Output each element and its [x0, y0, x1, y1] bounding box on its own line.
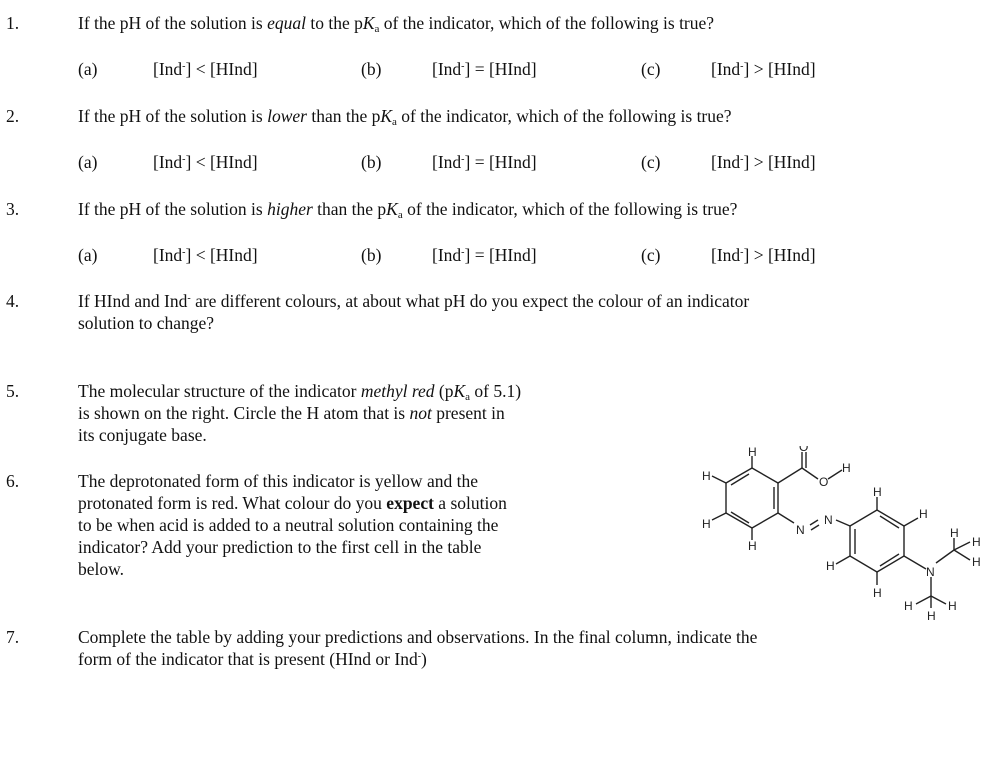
bond — [809, 519, 819, 526]
bond — [879, 515, 900, 529]
atom-h: H — [748, 446, 757, 459]
bond — [751, 467, 779, 484]
atom-h: H — [826, 559, 835, 573]
bond — [711, 512, 727, 521]
q7-number: 7. — [6, 627, 20, 647]
q3-option-c-label: (c) — [641, 245, 661, 265]
q5-line-1: The molecular structure of the indicator… — [78, 381, 522, 403]
q3-option-b-label: (b) — [361, 245, 382, 265]
bond — [730, 473, 750, 486]
q3-number: 3. — [6, 199, 20, 219]
bond — [777, 467, 803, 484]
q1-option-b-label: (b) — [361, 59, 382, 79]
bond — [730, 511, 750, 524]
atom-h: H — [919, 507, 928, 521]
q1-option-a-label: (a) — [78, 59, 98, 79]
bond — [953, 541, 971, 551]
bond — [827, 469, 843, 480]
atom-n: N — [926, 565, 935, 579]
bond — [915, 595, 932, 605]
atom-h: H — [873, 485, 882, 499]
q2-number: 2. — [6, 106, 20, 126]
atom-h: H — [948, 599, 957, 613]
atom-o: O — [819, 475, 828, 489]
bond — [953, 549, 971, 561]
q1-text: If the pH of the solution is equal to th… — [78, 13, 715, 35]
atom-h: H — [927, 609, 936, 623]
bond — [849, 555, 878, 573]
bond — [835, 519, 851, 527]
atom-h: H — [904, 599, 913, 613]
bond — [810, 524, 820, 531]
q6-line-1: The deprotonated form of this indicator … — [78, 471, 478, 491]
q2-option-a-label: (a) — [78, 152, 98, 172]
bond — [879, 553, 900, 567]
q5-number: 5. — [6, 381, 20, 401]
q1-number: 1. — [6, 13, 20, 33]
atom-n: N — [796, 523, 805, 537]
atom-h: H — [972, 535, 981, 549]
q1-option-c-label: (c) — [641, 59, 661, 79]
bond — [751, 512, 779, 529]
bond — [903, 517, 919, 527]
q6-line-2: protonated form is red. What colour do y… — [78, 493, 507, 513]
bond — [801, 467, 819, 480]
bond — [930, 595, 947, 605]
bond — [835, 555, 851, 565]
q6-line-4: indicator? Add your prediction to the fi… — [78, 537, 482, 557]
atom-h-acidic: H — [842, 461, 851, 475]
q3-option-b: [Ind-] = [HInd] — [432, 245, 537, 265]
bond — [876, 509, 905, 527]
atom-o: O — [799, 446, 808, 454]
bond — [777, 512, 795, 524]
bond — [711, 475, 727, 484]
methyl-red-structure: H H H H O O H N N H H H H N H H H H H H — [702, 446, 981, 623]
q5-line-3: its conjugate base. — [78, 425, 207, 445]
q2-option-c: [Ind-] > [HInd] — [711, 152, 816, 172]
q7-line-2: form of the indicator that is present (H… — [78, 649, 427, 669]
atom-n: N — [824, 513, 833, 527]
bond — [725, 467, 753, 484]
q6-line-3: to be when acid is added to a neutral so… — [78, 515, 499, 535]
bond — [903, 555, 927, 570]
bond — [876, 555, 905, 573]
bond — [849, 509, 878, 527]
q5-line-2: is shown on the right. Circle the H atom… — [78, 403, 505, 423]
q2-option-b: [Ind-] = [HInd] — [432, 152, 537, 172]
q4-line-2: solution to change? — [78, 313, 215, 333]
atom-h: H — [873, 586, 882, 600]
q4-line-1: If HInd and Ind- are different colours, … — [78, 291, 750, 311]
q6-line-5: below. — [78, 559, 125, 579]
atom-h: H — [972, 555, 981, 569]
q2-option-b-label: (b) — [361, 152, 382, 172]
q3-option-c: [Ind-] > [HInd] — [711, 245, 816, 265]
q1-option-b: [Ind-] = [HInd] — [432, 59, 537, 79]
q2-option-a: [Ind-] < [HInd] — [153, 152, 258, 172]
bond — [725, 512, 753, 529]
q3-text: If the pH of the solution is higher than… — [78, 199, 738, 221]
atom-h: H — [748, 539, 757, 553]
q3-option-a-label: (a) — [78, 245, 98, 265]
q3-option-a: [Ind-] < [HInd] — [153, 245, 258, 265]
q2-text: If the pH of the solution is lower than … — [78, 106, 732, 128]
q2-option-c-label: (c) — [641, 152, 661, 172]
atom-h: H — [702, 469, 711, 483]
q7-line-1: Complete the table by adding your predic… — [78, 627, 758, 647]
atom-h: H — [950, 526, 959, 540]
q1-option-c: [Ind-] > [HInd] — [711, 59, 816, 79]
bond — [935, 549, 955, 564]
q6-number: 6. — [6, 471, 20, 491]
q4-number: 4. — [6, 291, 20, 311]
q1-option-a: [Ind-] < [HInd] — [153, 59, 258, 79]
atom-h: H — [702, 517, 711, 531]
